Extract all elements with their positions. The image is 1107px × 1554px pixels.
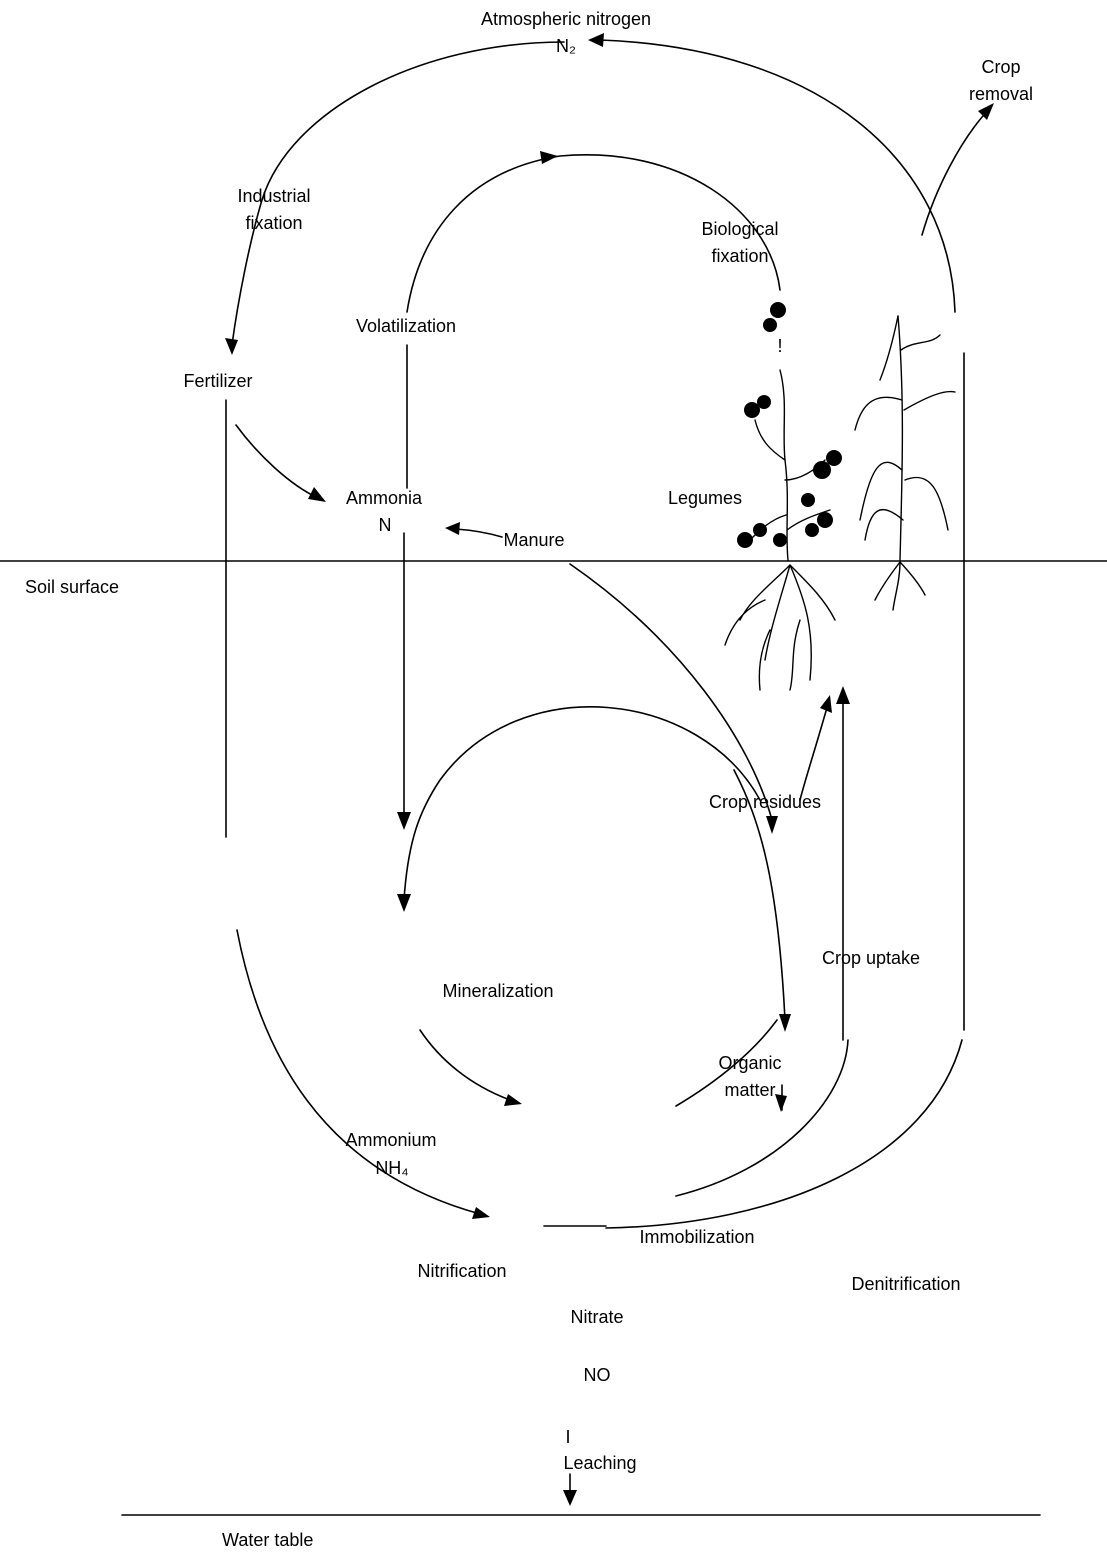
mineralization-arc bbox=[403, 706, 761, 901]
label-organic-matter-line2: matter bbox=[724, 1080, 775, 1100]
arrow-crop-removal bbox=[978, 103, 994, 120]
arrow-immobilization bbox=[775, 1094, 787, 1112]
legume-plant-illustration bbox=[724, 302, 842, 691]
immobilization-arc bbox=[675, 1019, 778, 1107]
arrow-leaching-bottom bbox=[472, 1207, 490, 1219]
arrow-manure-to-ammonia bbox=[445, 522, 460, 535]
label-ammonia-formula: N bbox=[379, 515, 392, 535]
arrow-volatilization bbox=[540, 151, 558, 164]
label-crop-uptake: Crop uptake bbox=[822, 948, 920, 968]
arrow-crop-residues-up bbox=[820, 695, 832, 713]
label-nitrate: Nitrate bbox=[570, 1307, 623, 1327]
ammonium-to-nitrate-line bbox=[419, 1029, 511, 1101]
arrow-to-ammonium bbox=[397, 812, 411, 830]
arrow-manure-to-organic bbox=[766, 816, 778, 834]
label-immobilization: Immobilization bbox=[639, 1227, 754, 1247]
label-ammonium-formula: NH₄ bbox=[375, 1158, 408, 1178]
label-ammonium: Ammonium bbox=[345, 1130, 436, 1150]
label-leaching-mark: I bbox=[565, 1427, 570, 1447]
atmosphere-return-arc bbox=[599, 39, 956, 313]
manure-to-organic-line bbox=[569, 563, 773, 821]
fertilizer-to-ammonia-line bbox=[235, 424, 319, 499]
arrow-leaching-down bbox=[563, 1490, 577, 1506]
arrow-crop-uptake bbox=[836, 686, 850, 704]
label-biological-fixation-line2: fixation bbox=[711, 246, 768, 266]
nitrate-to-uptake-line bbox=[675, 1039, 849, 1197]
crop-residues-line-right bbox=[799, 703, 829, 801]
label-denitrification: Denitrification bbox=[851, 1274, 960, 1294]
manure-to-ammonia-line bbox=[455, 528, 503, 538]
label-water-table: Water table bbox=[222, 1530, 313, 1550]
label-soil-surface: Soil surface bbox=[25, 577, 119, 597]
arrow-to-atmosphere bbox=[588, 33, 604, 47]
arrow-to-fertilizer bbox=[225, 338, 238, 355]
label-nitrate-formula: NO bbox=[584, 1365, 611, 1385]
label-n2: N₂ bbox=[556, 36, 576, 56]
label-nitrification: Nitrification bbox=[417, 1261, 506, 1281]
label-fertilizer: Fertilizer bbox=[183, 371, 252, 391]
crop-removal-arrow-line bbox=[921, 107, 991, 236]
arrow-to-ammonia bbox=[308, 487, 326, 502]
label-mineralization: Mineralization bbox=[442, 981, 553, 1001]
label-leaching: Leaching bbox=[563, 1453, 636, 1473]
label-ammonia: Ammonia bbox=[346, 488, 423, 508]
arrow-to-nitrate bbox=[504, 1094, 522, 1106]
denitrification-arc bbox=[605, 1039, 963, 1229]
volatilization-arc bbox=[406, 154, 781, 313]
label-crop-removal-line1: Crop bbox=[981, 57, 1020, 77]
label-industrial-fixation-line1: Industrial bbox=[237, 186, 310, 206]
label-crop-removal-line2: removal bbox=[969, 84, 1033, 104]
crop-residues-line-left bbox=[733, 769, 786, 1021]
arrow-mineralization bbox=[397, 894, 411, 912]
label-volatilization: Volatilization bbox=[356, 316, 456, 336]
label-legumes: Legumes bbox=[668, 488, 742, 508]
label-biological-fixation-line1: Biological bbox=[701, 219, 778, 239]
label-manure: Manure bbox=[503, 530, 564, 550]
label-organic-matter-line1: Organic bbox=[718, 1053, 781, 1073]
label-biological-mark: ! bbox=[777, 336, 782, 356]
label-industrial-fixation-line2: fixation bbox=[245, 213, 302, 233]
corn-plant-illustration bbox=[854, 315, 956, 611]
label-crop-residues: Crop residues bbox=[709, 792, 821, 812]
leaching-left-curve bbox=[236, 929, 481, 1215]
arrow-crop-residues bbox=[779, 1014, 791, 1032]
label-atmospheric-nitrogen: Atmospheric nitrogen bbox=[481, 9, 651, 29]
industrial-fixation-arc bbox=[231, 41, 565, 346]
